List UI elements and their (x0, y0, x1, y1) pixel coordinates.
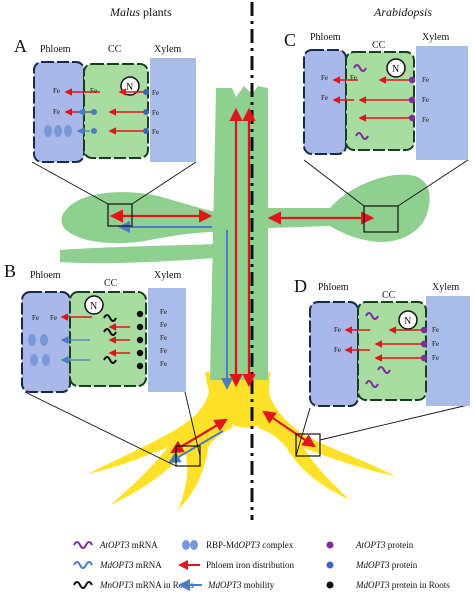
nucleus (386, 58, 406, 78)
legend-md-protein: MdOPT3 protein (326, 560, 418, 570)
legend-at-protein: AtOPT3 protein (326, 540, 414, 550)
roots (88, 375, 395, 510)
mn-mrna-icon (73, 581, 93, 589)
companion-cell (69, 291, 147, 387)
phloem-label: Phloem (318, 282, 349, 293)
zoom-connectors (24, 159, 469, 467)
stem-arrows (109, 107, 375, 464)
svg-text:Fe: Fe (422, 116, 429, 124)
svg-text:N: N (126, 82, 133, 93)
legend-rbp-complex: RBP-MdOPT3 complex (182, 540, 294, 550)
svg-text:Fe: Fe (432, 354, 439, 362)
md-protein-icon (326, 561, 334, 569)
xylem-label: Xylem (154, 270, 181, 281)
xylem-cell (148, 288, 186, 392)
svg-text:Fe: Fe (160, 347, 167, 355)
legend-at-mrna: AtOPT3 mRNA (73, 540, 158, 550)
xylem-label: Xylem (432, 282, 459, 293)
rbp-complex-icon (182, 540, 198, 550)
panel-letter-a: A (14, 36, 27, 56)
svg-text:Fe: Fe (152, 89, 159, 97)
svg-text:MdOPT3 protein: MdOPT3 protein (355, 560, 418, 570)
zoom-boxes (107, 203, 399, 467)
svg-text:MnOPT3 mRNA in Roots: MnOPT3 mRNA in Roots (99, 580, 194, 590)
cc-label: CC (108, 44, 122, 55)
nucleus (398, 310, 418, 330)
svg-text:Fe: Fe (32, 314, 39, 322)
phloem-cell (303, 49, 347, 155)
svg-text:AtOPT3 protein: AtOPT3 protein (355, 540, 414, 550)
legend-md-protein-roots: MdOPT3 protein in Roots (326, 580, 450, 590)
svg-text:Fe: Fe (432, 340, 439, 348)
svg-text:N: N (90, 301, 97, 312)
legend-md-mobility: MdOPT3 mobility (178, 579, 275, 591)
panel-c: C Phloem CC Xylem N Fe Fe Fe Fe Fe Fe (284, 30, 468, 160)
legend-mn-mrna: MnOPT3 mRNA in Roots (73, 580, 194, 590)
panel-letter-d: D (294, 276, 307, 296)
svg-text:Fe: Fe (334, 346, 341, 354)
svg-text:RBP-MdOPT3 complex: RBP-MdOPT3 complex (206, 540, 294, 550)
panel-letter-b: B (4, 261, 16, 281)
svg-text:Fe: Fe (432, 326, 439, 334)
svg-text:Phloem iron distribution: Phloem iron distribution (206, 560, 295, 570)
svg-text:Fe: Fe (160, 360, 167, 368)
svg-text:Fe: Fe (321, 74, 328, 82)
xylem-cell (426, 296, 470, 406)
svg-text:Fe: Fe (152, 109, 159, 117)
svg-text:Fe: Fe (350, 74, 357, 82)
svg-text:Fe: Fe (422, 96, 429, 104)
panel-d: D Phloem CC Xylem N Fe Fe Fe Fe Fe (294, 276, 470, 407)
svg-text:Fe: Fe (152, 128, 159, 136)
phloem-label: Phloem (310, 32, 341, 43)
svg-text:Fe: Fe (90, 87, 97, 95)
svg-text:Fe: Fe (334, 326, 341, 334)
phloem-cell (309, 301, 359, 407)
roots-protein-icon (326, 581, 334, 589)
svg-text:Fe: Fe (422, 76, 429, 84)
svg-text:MdOPT3 protein in Roots: MdOPT3 protein in Roots (355, 580, 450, 590)
fe-label: Fe (53, 87, 60, 95)
right-leaf (268, 174, 430, 243)
phloem-label: Phloem (30, 270, 61, 281)
cc-label: CC (382, 290, 396, 301)
left-header: Malus plants (109, 5, 172, 19)
svg-text:Fe: Fe (160, 334, 167, 342)
at-protein-icon (326, 541, 334, 549)
panel-b: B Phloem CC Xylem N Fe Fe Fe Fe Fe Fe Fe (4, 261, 186, 393)
legend-md-mrna: MdOPT3 mRNA (73, 560, 162, 570)
right-header: Arabidopsis (373, 5, 432, 19)
xylem-label: Xylem (422, 32, 449, 43)
svg-text:Fe: Fe (160, 308, 167, 316)
svg-text:MdOPT3 mobility: MdOPT3 mobility (207, 580, 275, 590)
svg-text:N: N (404, 316, 411, 327)
panel-letter-c: C (284, 30, 296, 50)
cc-label: CC (104, 278, 118, 289)
svg-text:MdOPT3 mRNA: MdOPT3 mRNA (99, 560, 162, 570)
legend: AtOPT3 mRNA RBP-MdOPT3 complex AtOPT3 pr… (73, 540, 450, 591)
svg-text:Fe: Fe (160, 321, 167, 329)
xylem-label: Xylem (154, 44, 181, 55)
svg-text:Fe: Fe (53, 108, 60, 116)
xylem-cell (416, 46, 468, 160)
svg-text:N: N (392, 64, 399, 75)
legend-phloem-iron: Phloem iron distribution (178, 560, 295, 570)
svg-text:Fe: Fe (50, 314, 57, 322)
md-mrna-icon (73, 561, 93, 569)
nucleus (84, 295, 104, 315)
phloem-cell (33, 61, 85, 163)
xylem-cell (150, 58, 196, 162)
at-mrna-icon (73, 541, 93, 549)
panel-a: A Phloem CC Xylem N Fe Fe Fe Fe Fe Fe (14, 36, 196, 163)
svg-text:Fe: Fe (321, 94, 328, 102)
svg-text:AtOPT3 mRNA: AtOPT3 mRNA (99, 540, 158, 550)
phloem-label: Phloem (40, 44, 71, 55)
cc-label: CC (372, 40, 386, 51)
stem (210, 86, 268, 380)
